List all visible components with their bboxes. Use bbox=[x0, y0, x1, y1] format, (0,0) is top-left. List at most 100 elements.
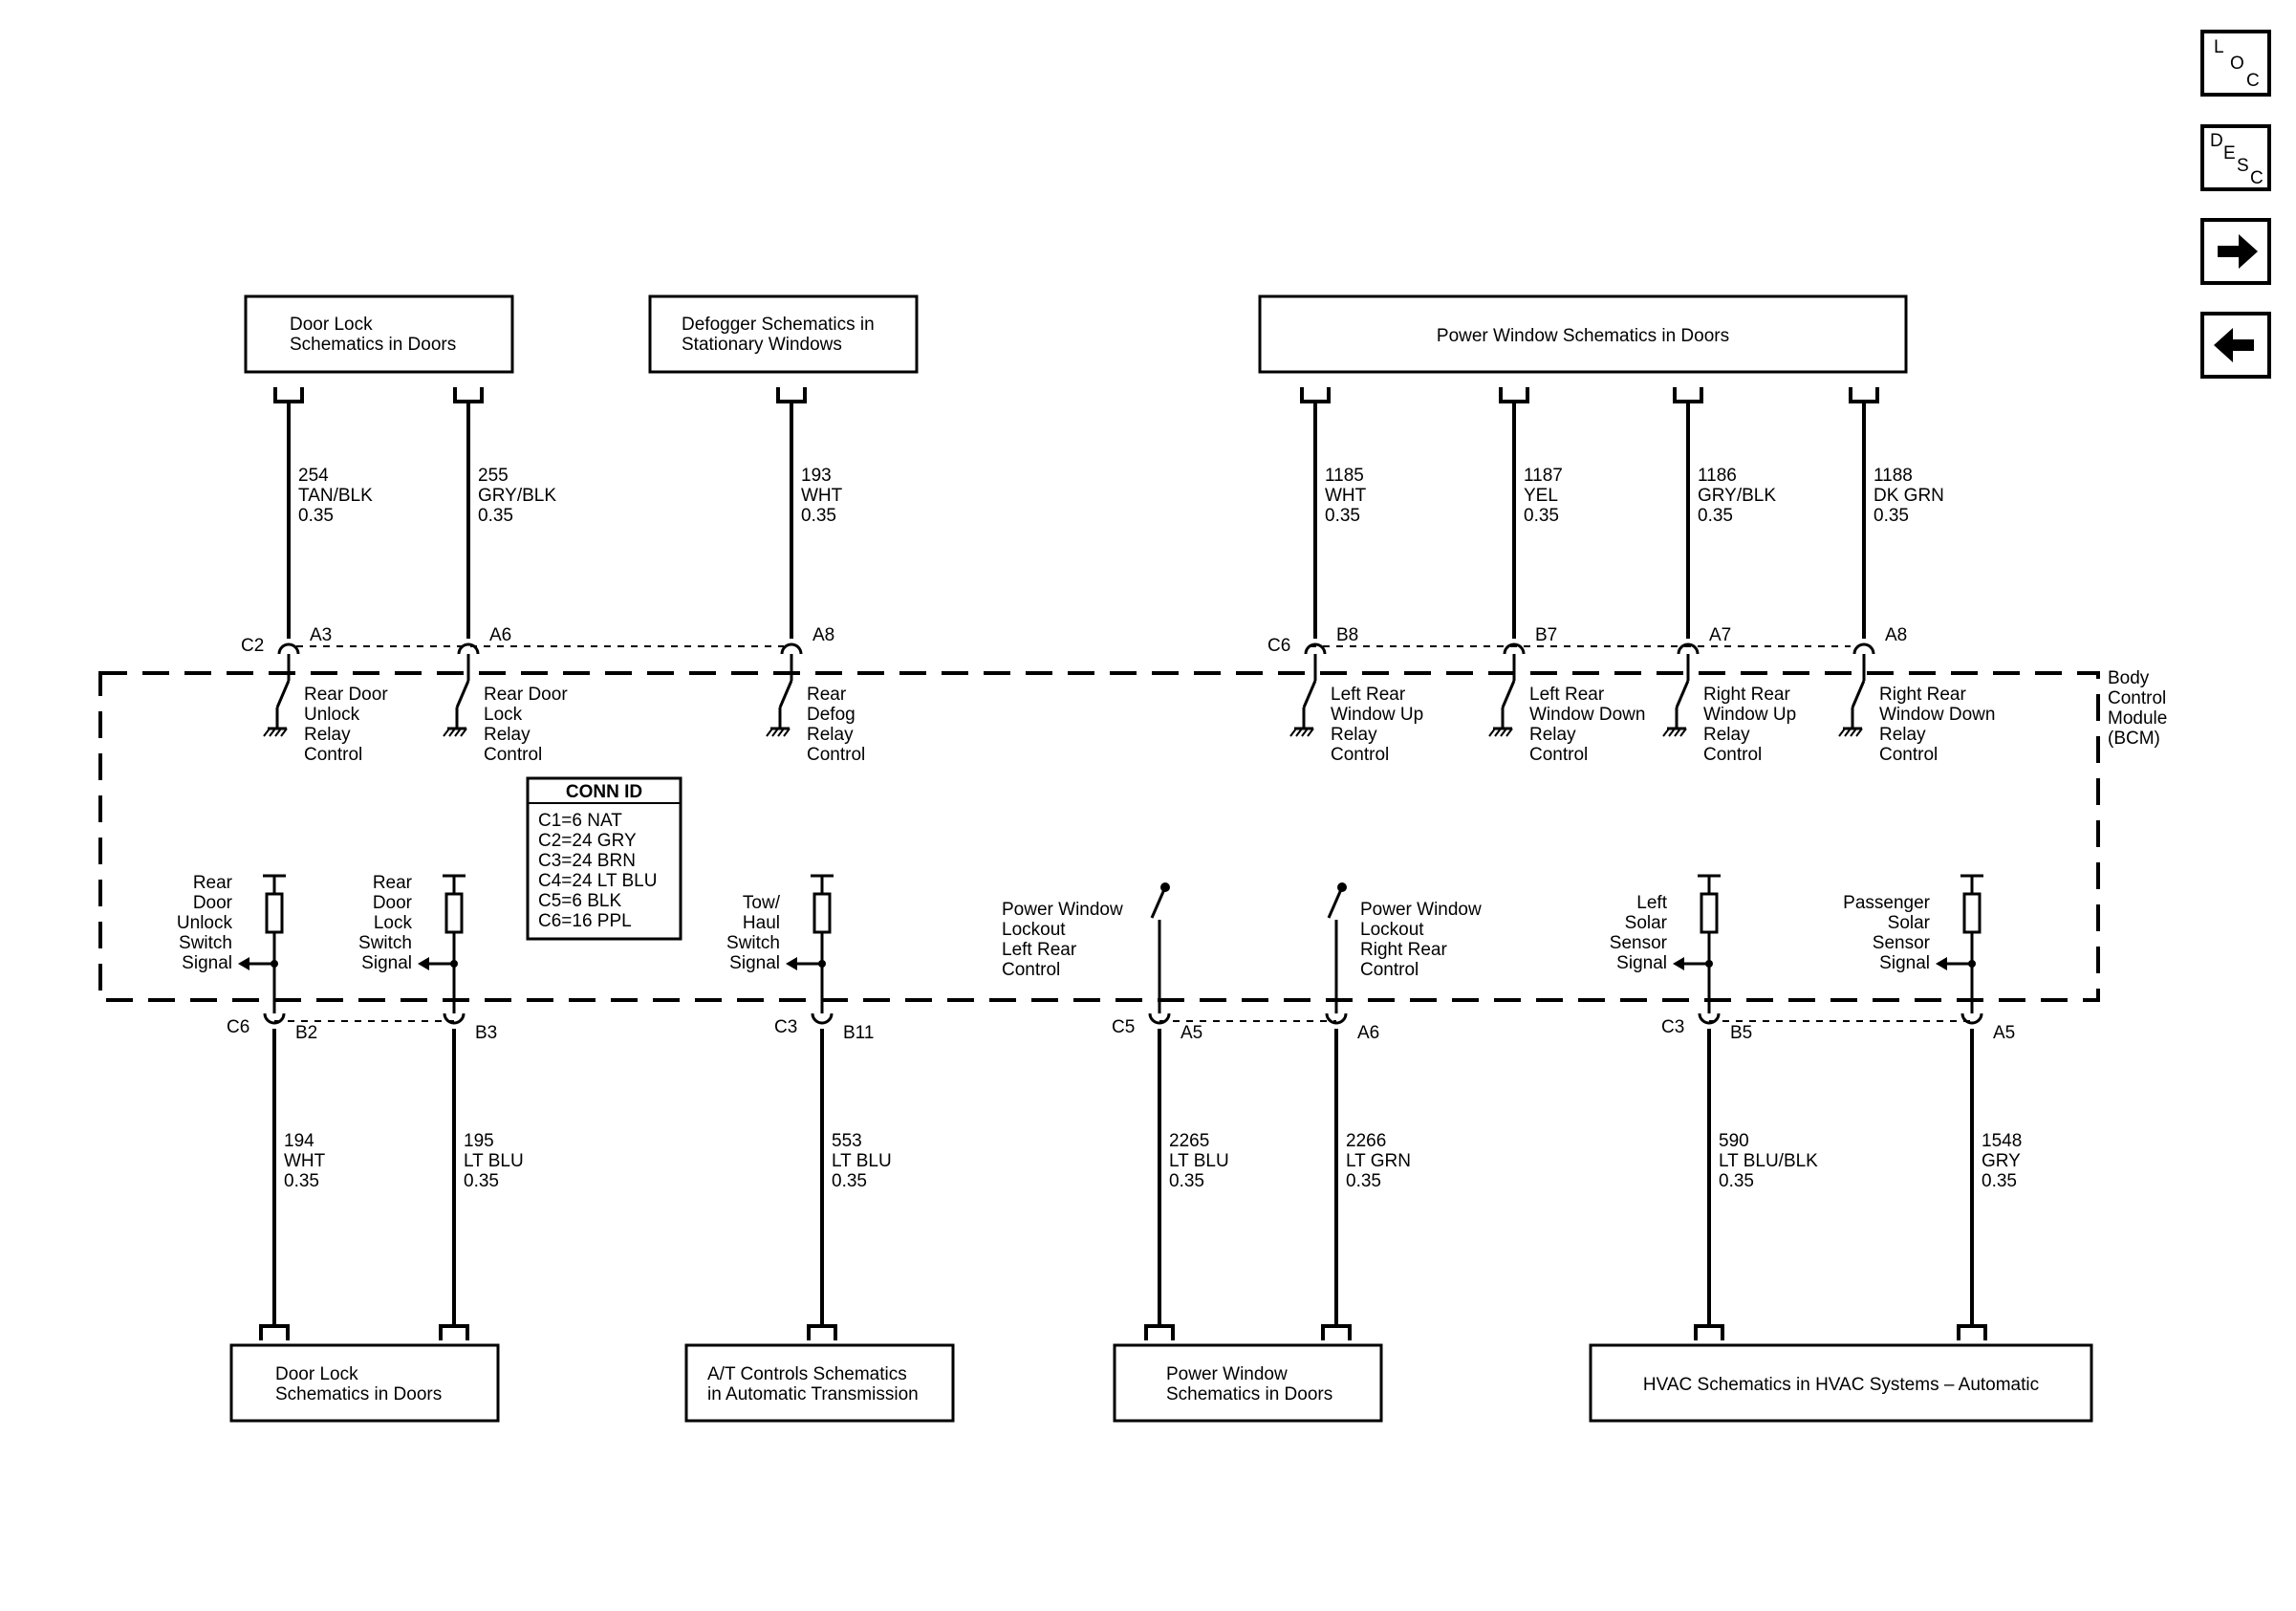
circuit-function: Signal bbox=[361, 953, 412, 973]
ground-hatch bbox=[1674, 728, 1681, 737]
connector-pin bbox=[1148, 1012, 1171, 1025]
circuit-function: Lock bbox=[374, 913, 413, 933]
ground-hatch bbox=[460, 728, 467, 737]
loc-letter-l: L bbox=[2214, 37, 2224, 57]
conn-id-row: C6=16 PPL bbox=[538, 911, 632, 931]
circuit-function: Rear bbox=[807, 685, 847, 705]
circuit-function: Window Down bbox=[1879, 705, 1995, 725]
loc-button[interactable]: L O C bbox=[2200, 30, 2271, 97]
circuit-number: 254 bbox=[298, 466, 329, 486]
wiring-diagram: Body Control Module (BCM) CONN ID C1=6 N… bbox=[98, 294, 2167, 1423]
signal-arrow-icon bbox=[1673, 957, 1684, 970]
terminal-bracket bbox=[273, 387, 304, 403]
pin-id: B7 bbox=[1535, 625, 1557, 645]
circuit-function: Control bbox=[1529, 745, 1588, 765]
bottom-box-power-window[interactable]: Power Window Schematics in Doors bbox=[1113, 1343, 1383, 1423]
circuit-number: 193 bbox=[801, 466, 832, 486]
ground-hatch bbox=[1505, 728, 1513, 737]
terminal-bracket bbox=[1673, 387, 1703, 403]
circuit-function: Rear Door bbox=[484, 685, 568, 705]
next-button[interactable] bbox=[2200, 218, 2271, 285]
connector-pin bbox=[443, 1012, 466, 1025]
circuit-function: Signal bbox=[1616, 953, 1667, 973]
bottom-box-door-lock[interactable]: Door Lock Schematics in Doors bbox=[229, 1343, 500, 1423]
pin-id: A5 bbox=[1180, 1023, 1202, 1043]
ground-hatch bbox=[1679, 728, 1687, 737]
wire-size: 0.35 bbox=[1325, 506, 1360, 526]
ground-hatch bbox=[777, 728, 785, 737]
bcm-label-line-3: Module bbox=[2108, 708, 2167, 729]
wire-color: WHT bbox=[801, 486, 843, 506]
circuit-function: Control bbox=[1879, 745, 1938, 765]
circuit-number: 1187 bbox=[1524, 466, 1563, 486]
bottom-box-hvac[interactable]: HVAC Schematics in HVAC Systems – Automa… bbox=[1589, 1343, 2093, 1423]
circuit-function: Sensor bbox=[1610, 933, 1668, 953]
ground-hatch bbox=[454, 728, 462, 737]
circuit-function: Switch bbox=[726, 933, 780, 953]
wire-color: LT BLU bbox=[832, 1151, 892, 1171]
top-box-power-window[interactable]: Power Window Schematics in Doors bbox=[1258, 294, 1908, 374]
circuit-function: Tow/ bbox=[743, 893, 781, 913]
circuit-number: 590 bbox=[1719, 1131, 1749, 1151]
bottom-box-at-controls[interactable]: A/T Controls Schematics in Automatic Tra… bbox=[684, 1343, 955, 1423]
terminal-bracket bbox=[1300, 387, 1331, 403]
ground-hatch bbox=[263, 728, 271, 737]
circuit-function: Switch bbox=[358, 933, 412, 953]
circuit-function: Relay bbox=[807, 725, 854, 745]
top-box-label: Defogger Schematics in bbox=[682, 315, 875, 335]
ground-hatch bbox=[1838, 728, 1846, 737]
ground-hatch bbox=[269, 728, 276, 737]
conn-id-table: CONN ID C1=6 NAT C2=24 GRY C3=24 BRN C4=… bbox=[526, 776, 682, 941]
circuit-number: 1186 bbox=[1698, 466, 1737, 486]
wire-color: GRY/BLK bbox=[478, 486, 556, 506]
circuit-function: Signal bbox=[1879, 953, 1930, 973]
bottom-box-label: HVAC Schematics in HVAC Systems – Automa… bbox=[1643, 1375, 2039, 1395]
top-box-door-lock[interactable]: Door Lock Schematics in Doors bbox=[244, 294, 514, 374]
terminal-bracket bbox=[1144, 1324, 1175, 1340]
circuit-function: Relay bbox=[304, 725, 351, 745]
ground-hatch bbox=[443, 728, 450, 737]
circuit-function: Door bbox=[373, 893, 413, 913]
top-box-defogger[interactable]: Defogger Schematics in Stationary Window… bbox=[648, 294, 919, 374]
desc-button[interactable]: D E S C bbox=[2200, 124, 2271, 191]
circuit-number: 255 bbox=[478, 466, 509, 486]
signal-arrow-icon bbox=[238, 957, 249, 970]
connector-pin bbox=[1852, 642, 1875, 655]
pin-id: A5 bbox=[1993, 1023, 2015, 1043]
circuit-number: 2266 bbox=[1346, 1131, 1386, 1151]
resistor-symbol bbox=[265, 892, 284, 934]
terminal-bracket bbox=[1321, 1324, 1352, 1340]
wire-size: 0.35 bbox=[1874, 506, 1909, 526]
connector-id: C3 bbox=[1661, 1017, 1684, 1037]
circuit-function: Rear Door bbox=[304, 685, 388, 705]
circuit-function: Relay bbox=[1703, 725, 1750, 745]
ground-hatch bbox=[1668, 728, 1676, 737]
circuit-function: Right Rear bbox=[1703, 685, 1790, 705]
conn-id-title: CONN ID bbox=[566, 782, 642, 802]
terminal-bracket bbox=[807, 1324, 837, 1340]
terminal-bracket bbox=[1849, 387, 1879, 403]
circuit-function: Control bbox=[1703, 745, 1762, 765]
circuit-function: Control bbox=[484, 745, 542, 765]
wire-color: GRY/BLK bbox=[1698, 486, 1776, 506]
connector-pin bbox=[1304, 642, 1327, 655]
terminal-bracket bbox=[1957, 1324, 1987, 1340]
resistor-symbol bbox=[812, 892, 832, 934]
pin-id: A8 bbox=[812, 625, 834, 645]
circuit-function: Signal bbox=[729, 953, 780, 973]
wire-size: 0.35 bbox=[464, 1171, 499, 1191]
desc-letter-e: E bbox=[2223, 143, 2236, 163]
circuit-function: Power Window bbox=[1360, 900, 1482, 920]
terminal-bracket bbox=[453, 387, 484, 403]
circuit-function: Relay bbox=[1879, 725, 1926, 745]
ground-hatch bbox=[1662, 728, 1670, 737]
back-button[interactable] bbox=[2200, 312, 2271, 379]
desc-letter-c: C bbox=[2250, 168, 2264, 188]
